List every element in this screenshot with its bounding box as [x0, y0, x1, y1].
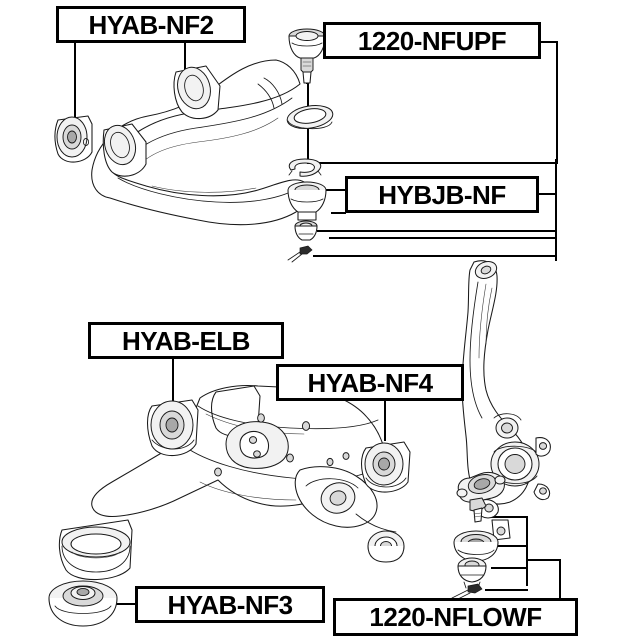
part-label-text: HYAB-NF4	[307, 367, 433, 398]
lower-arm-front-bushing	[146, 399, 199, 457]
part-label-text: HYBJB-NF	[378, 179, 506, 210]
lower-boot	[453, 530, 499, 562]
leader-lines	[74, 41, 561, 605]
lower-boot-cap	[457, 557, 487, 589]
part-label-hyab-elb[interactable]: HYAB-ELB	[88, 322, 284, 359]
boot-cap	[294, 220, 318, 241]
part-label-text: 1220-NFUPF	[357, 25, 507, 56]
leader-lower-bj	[487, 516, 528, 586]
lower-ball-joint	[456, 471, 506, 523]
leader-1220-nfupf	[307, 41, 558, 164]
lower-arm-vertical-bushing	[48, 580, 118, 627]
part-label-hyab-nf4[interactable]: HYAB-NF4	[276, 364, 464, 401]
part-label-hyab-nf3[interactable]: HYAB-NF3	[135, 586, 325, 623]
part-label-text: HYAB-NF3	[167, 589, 293, 620]
part-label-text: HYAB-ELB	[122, 325, 250, 356]
part-label-hybjb-nf[interactable]: HYBJB-NF	[345, 176, 539, 213]
snap-ring	[288, 158, 322, 177]
cotter-pin	[287, 245, 313, 263]
upper-control-arm	[91, 59, 334, 226]
lower-cotter-pin	[451, 583, 483, 601]
upper-arm-bushing-left	[54, 115, 93, 163]
upper-ball-joint	[288, 28, 326, 84]
lower-control-arm	[58, 385, 405, 581]
part-label-hyab-nf2[interactable]: HYAB-NF2	[56, 6, 246, 43]
part-label-text: HYAB-NF2	[88, 9, 214, 40]
lower-arm-rear-bushing	[360, 441, 411, 493]
leader-lower-rail	[526, 559, 561, 599]
part-label-1220-nfupf[interactable]: 1220-NFUPF	[323, 22, 541, 59]
part-label-1220-nflowf[interactable]: 1220-NFLOWF	[333, 598, 578, 636]
part-label-text: 1220-NFLOWF	[369, 602, 542, 632]
ball-joint-boot	[287, 181, 327, 221]
